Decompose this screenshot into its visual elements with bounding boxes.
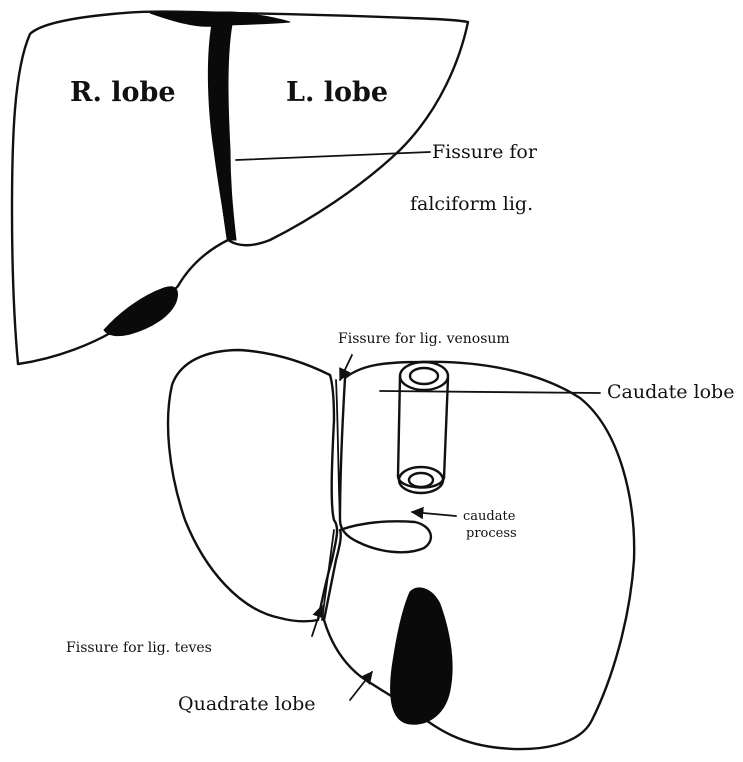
tube-top-inner — [410, 368, 438, 384]
tube-bottom-inner — [409, 473, 433, 487]
visceral-liver-view: Fissure for lig. venosum Caudate lobe ca… — [66, 331, 734, 749]
caudate-process-label-line2: process — [466, 526, 517, 541]
vena-cava-tube — [398, 362, 448, 493]
tube-top-outer — [400, 362, 448, 390]
quadrate-lobe-label: Quadrate lobe — [178, 693, 316, 715]
right-lobe-label: R. lobe — [70, 77, 176, 108]
anterior-liver-view: R. lobe L. lobe Fissure for falciform li… — [12, 12, 538, 364]
caudate-process-label-line1: caudate — [463, 509, 516, 524]
venosum-fissure-line — [336, 380, 340, 520]
falciform-label-line1: Fissure for — [432, 141, 538, 163]
lower-blotch — [104, 287, 178, 336]
left-lobe-label: L. lobe — [286, 77, 388, 108]
venosum-label: Fissure for lig. venosum — [338, 331, 510, 347]
caudate-lobe-label: Caudate lobe — [607, 381, 734, 403]
visceral-right-portion — [168, 350, 337, 621]
gallbladder-fossa — [391, 588, 453, 724]
tube-bottom-outer — [399, 467, 443, 493]
caudate-process-arrow — [412, 512, 456, 516]
visceral-left-portion — [324, 362, 634, 749]
teres-label: Fissure for lig. teves — [66, 640, 212, 656]
falciform-fissure — [208, 24, 236, 240]
falciform-pointer — [236, 152, 430, 160]
falciform-label-line2: falciform lig. — [410, 193, 533, 215]
right-lobe-outline — [12, 12, 228, 364]
